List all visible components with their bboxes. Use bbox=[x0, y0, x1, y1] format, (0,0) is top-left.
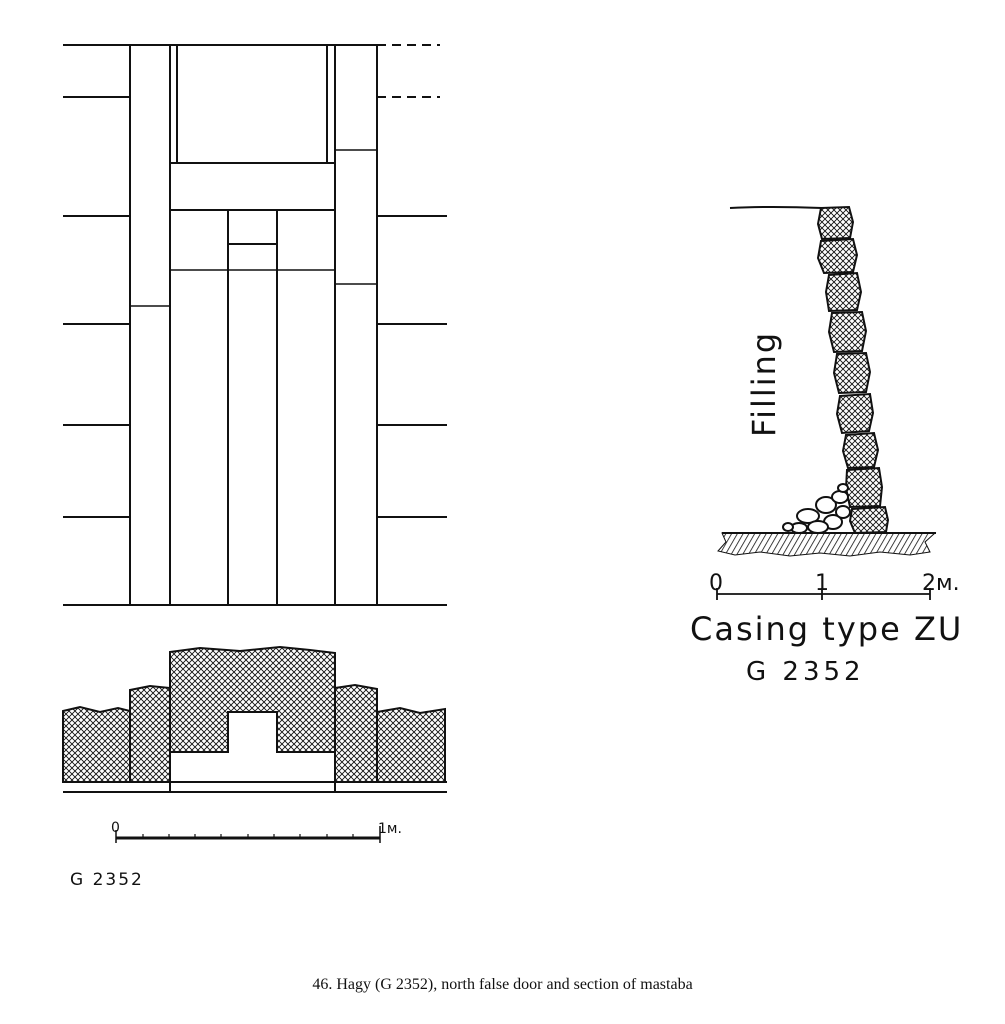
elevation-scale-zero: 0 bbox=[111, 820, 120, 836]
casing-section bbox=[717, 205, 937, 557]
figure-caption: 46. Hagy (G 2352), north false door and … bbox=[312, 976, 693, 993]
elevation-tomb-label: G 2352 bbox=[70, 870, 144, 890]
filling-label: Filling bbox=[745, 331, 783, 437]
elevation-scale-bar bbox=[115, 826, 381, 843]
section-scale-one: 1 bbox=[815, 571, 829, 596]
casing-type-title: Casing type ZU bbox=[690, 610, 963, 648]
elevation-scale-end: 1м. bbox=[378, 821, 402, 837]
false-door-plan-section bbox=[62, 645, 447, 793]
false-door-elevation bbox=[63, 44, 447, 606]
section-tomb-label: G 2352 bbox=[746, 657, 865, 687]
section-scale-zero: 0 bbox=[709, 571, 723, 596]
section-scale-two: 2м. bbox=[922, 571, 960, 596]
section-scale-bar bbox=[716, 588, 931, 600]
